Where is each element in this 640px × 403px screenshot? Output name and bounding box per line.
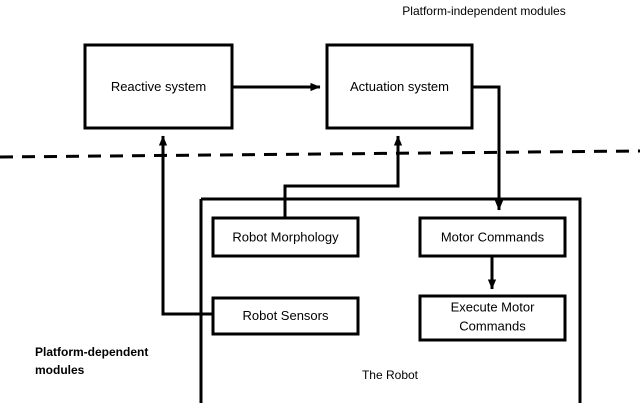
box-actuation-system[interactable]: Actuation system bbox=[325, 43, 474, 130]
actuation-system-rect bbox=[325, 43, 474, 130]
the-robot-container-top-right bbox=[201, 197, 582, 403]
execute-motor-commands-label-line1: Execute Motor bbox=[451, 299, 535, 314]
motor-commands-label: Motor Commands bbox=[441, 229, 545, 244]
robot-sensors-rect bbox=[211, 296, 360, 336]
reactive-system-rect bbox=[83, 43, 234, 130]
platform-boundary-separator bbox=[0, 149, 640, 159]
actuation-system-label: Actuation system bbox=[350, 79, 449, 94]
execute-motor-commands-rect bbox=[418, 294, 567, 342]
title-platform-independent: Platform-independent modules bbox=[402, 4, 565, 18]
execute-motor-commands-label-line2: Commands bbox=[459, 318, 526, 333]
box-robot-morphology[interactable]: Robot Morphology bbox=[211, 216, 360, 258]
motor-commands-rect bbox=[418, 216, 567, 258]
label-platform-dependent-line2: modules bbox=[35, 363, 85, 377]
robot-sensors-label: Robot Sensors bbox=[243, 308, 329, 323]
robot-morphology-rect bbox=[211, 216, 360, 258]
box-reactive-system[interactable]: Reactive system bbox=[83, 43, 234, 130]
box-execute-motor-commands[interactable]: Execute Motor Commands bbox=[418, 294, 567, 342]
robot-morphology-label: Robot Morphology bbox=[232, 229, 339, 244]
box-robot-sensors[interactable]: Robot Sensors bbox=[211, 296, 360, 336]
label-platform-dependent-line1: Platform-dependent bbox=[35, 345, 148, 359]
box-motor-commands[interactable]: Motor Commands bbox=[418, 216, 567, 258]
edge-robot-morphology-to-actuation bbox=[283, 135, 403, 218]
label-the-robot: The Robot bbox=[362, 368, 419, 382]
edge-actuation-to-motor-commands bbox=[472, 85, 504, 211]
edge-robot-sensors-to-reactive bbox=[158, 135, 213, 316]
reactive-system-label: Reactive system bbox=[111, 79, 206, 94]
